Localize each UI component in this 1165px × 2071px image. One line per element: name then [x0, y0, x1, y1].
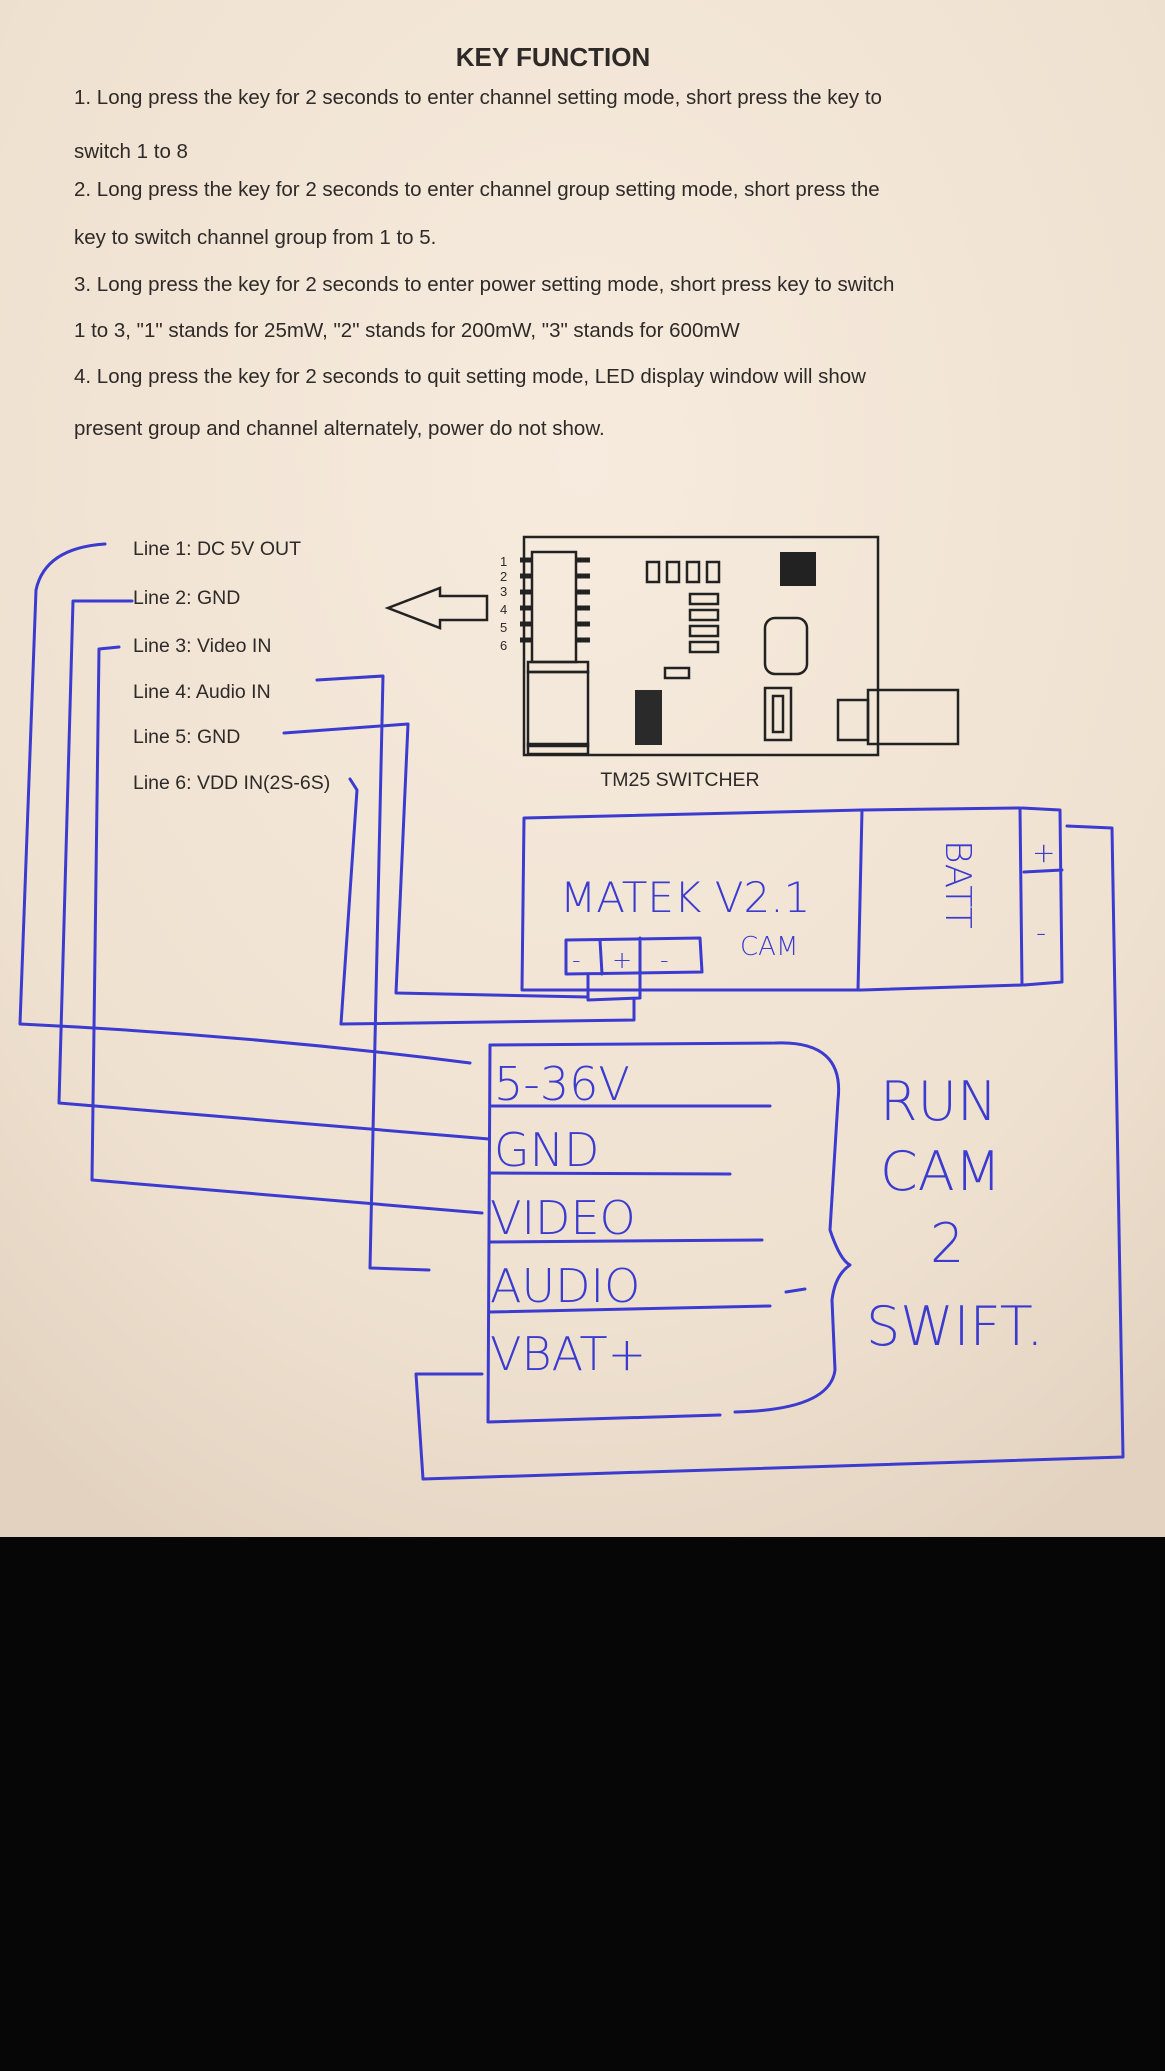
- cam-pin-minus: -: [572, 946, 581, 974]
- runcam-pin-gnd: GND: [494, 1123, 599, 1177]
- instruction-3-line-1: 3. Long press the key for 2 seconds to e…: [74, 273, 894, 296]
- cam-pin-plus: +: [612, 946, 632, 974]
- instruction-3-line-2: 1 to 3, "1" stands for 25mW, "2" stands …: [74, 319, 740, 342]
- module-caption: TM25 SWITCHER: [600, 769, 759, 791]
- cam-label: CAM: [740, 932, 798, 962]
- wire-vbat: [414, 824, 1125, 1481]
- runcam-name-line-2: CAM: [880, 1140, 1001, 1203]
- arrow-left-icon: [384, 586, 489, 630]
- wire-line-6: [339, 777, 636, 1026]
- runcam-pin-video: VIDEO: [490, 1191, 636, 1245]
- runcam-pin-5-36v: 5-36V: [494, 1057, 630, 1111]
- batt-pin-plus: +: [1032, 836, 1055, 869]
- matek-board-drawing: [520, 806, 1064, 1002]
- wire-line-2: [57, 599, 491, 1141]
- runcam-drawing: [486, 1041, 852, 1424]
- line-1-label: Line 1: DC 5V OUT: [133, 538, 301, 560]
- line-6-label: Line 6: VDD IN(2S-6S): [133, 772, 330, 794]
- runcam-pin-audio: AUDIO: [490, 1259, 640, 1313]
- matek-label: MATEK V2.1: [560, 873, 810, 922]
- pin-number: 1: [500, 554, 507, 569]
- instruction-2-line-2: key to switch channel group from 1 to 5.: [74, 226, 436, 249]
- wire-line-5: [282, 722, 590, 999]
- instruction-4-line-1: 4. Long press the key for 2 seconds to q…: [74, 365, 866, 388]
- batt-pin-minus: -: [1036, 916, 1046, 949]
- line-5-label: Line 5: GND: [133, 726, 240, 748]
- batt-label: BATT: [937, 840, 978, 929]
- pin-number: 5: [500, 620, 507, 635]
- title: KEY FUNCTION: [456, 42, 651, 72]
- wire-line-4: [315, 674, 431, 1272]
- tm25-module-drawing: 1 2 3 4 5 6: [500, 535, 960, 757]
- instructions: 1. Long press the key for 2 seconds to e…: [74, 86, 894, 440]
- wire-line-3: [90, 645, 484, 1215]
- runcam-pin-vbat: VBAT+: [490, 1327, 646, 1381]
- line-3-label: Line 3: Video IN: [133, 635, 271, 657]
- instruction-2-line-1: 2. Long press the key for 2 seconds to e…: [74, 178, 880, 201]
- line-labels: Line 1: DC 5V OUT Line 2: GND Line 3: Vi…: [133, 538, 330, 794]
- line-2-label: Line 2: GND: [133, 587, 240, 609]
- cam-pin-minus-2: -: [660, 946, 669, 974]
- pin-number: 3: [500, 584, 507, 599]
- instruction-1-line-2: switch 1 to 8: [74, 140, 188, 163]
- line-4-label: Line 4: Audio IN: [133, 681, 271, 703]
- paper-sheet: [0, 0, 1165, 1537]
- ink-stroke: [784, 1287, 807, 1294]
- runcam-name-line-4: SWIFT.: [866, 1295, 1043, 1358]
- wires: [18, 542, 1125, 1481]
- pin-number: 2: [500, 569, 507, 584]
- wire-line-1: [18, 542, 472, 1065]
- runcam-name-line-1: RUN: [880, 1070, 997, 1133]
- runcam-name-line-3: 2: [930, 1212, 964, 1275]
- pin-number: 6: [500, 638, 507, 653]
- pin-number: 4: [500, 602, 507, 617]
- instruction-1-line-1: 1. Long press the key for 2 seconds to e…: [74, 86, 882, 109]
- instruction-4-line-2: present group and channel alternately, p…: [74, 417, 605, 440]
